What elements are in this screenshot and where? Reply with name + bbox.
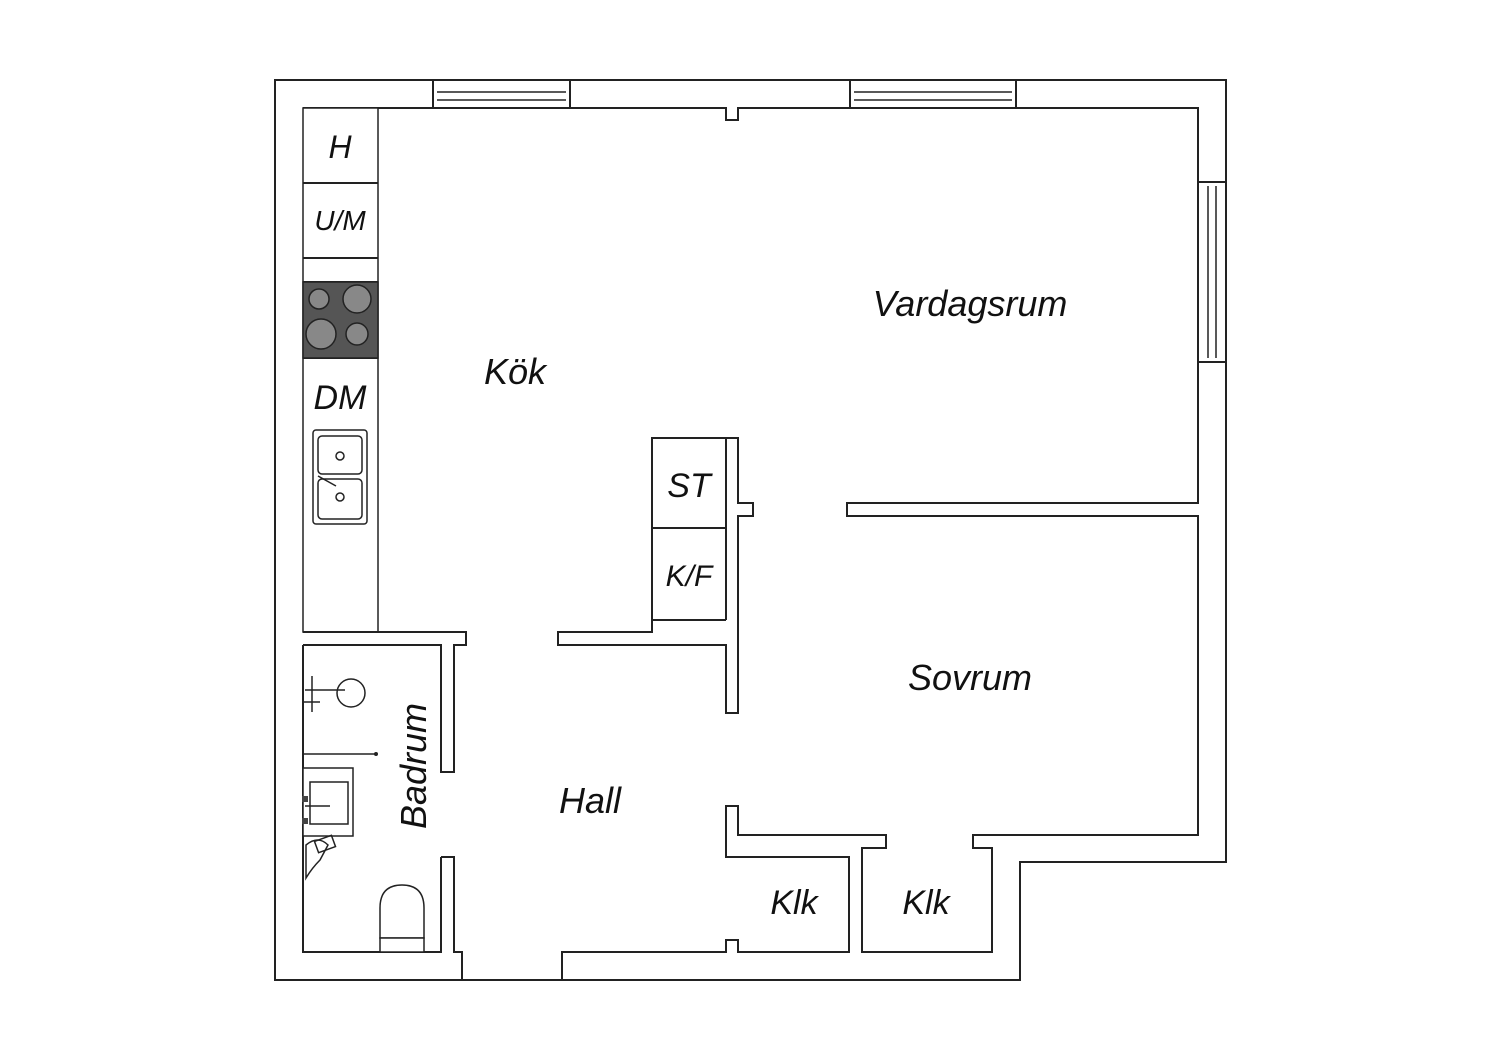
kitchen-sink-icon xyxy=(312,429,368,525)
outer-wall xyxy=(274,79,1227,981)
kitchen-hall-wall xyxy=(557,437,754,714)
room-label-klk-2: Klk xyxy=(902,884,951,922)
bathroom-wall-stub xyxy=(441,856,463,980)
window-right xyxy=(1197,181,1227,363)
room-label-vardagsrum: Vardagsrum xyxy=(873,283,1068,324)
room-label-klk-1: Klk xyxy=(770,884,819,922)
room-label-sovrum: Sovrum xyxy=(908,657,1032,698)
inner-wall-outline-top xyxy=(303,107,1199,980)
unit-label-um: U/M xyxy=(314,205,366,236)
shower-icon xyxy=(304,676,378,756)
kitchen-counter xyxy=(302,107,379,633)
room-label-kok: Kök xyxy=(484,351,548,392)
unit-label-kf: K/F xyxy=(666,560,714,593)
toilet-icon xyxy=(379,884,425,953)
room-label-badrum: Badrum xyxy=(393,703,434,829)
window-top-right xyxy=(849,79,1017,109)
stove-icon xyxy=(302,281,379,359)
room-label-hall: Hall xyxy=(559,780,622,821)
window-top-left xyxy=(432,79,571,109)
bathroom-sink-icon xyxy=(302,767,354,837)
unit-label-dm: DM xyxy=(314,379,368,417)
unit-label-h: H xyxy=(328,129,352,165)
unit-label-st: ST xyxy=(667,467,713,505)
kitchen-bathroom-wall xyxy=(303,631,467,773)
washing-machine-icon xyxy=(305,834,337,881)
